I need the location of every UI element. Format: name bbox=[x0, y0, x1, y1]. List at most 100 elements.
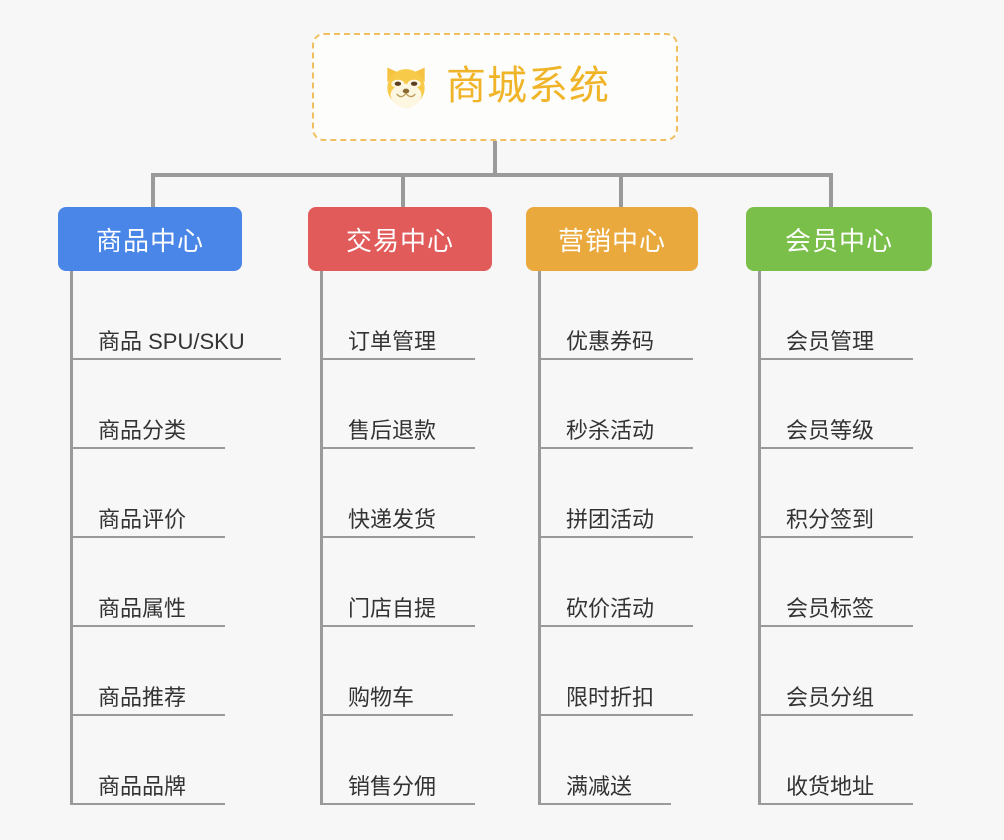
column-member-center: 会员中心会员管理会员等级积分签到会员标签会员分组收货地址 bbox=[746, 207, 932, 805]
leaf-item-underline bbox=[540, 714, 693, 716]
leaf-item-label: 拼团活动 bbox=[566, 506, 655, 532]
column-marketing-center: 营销中心优惠券码秒杀活动拼团活动砍价活动限时折扣满减送 bbox=[526, 207, 698, 805]
leaf-item-underline bbox=[540, 625, 693, 627]
leaf-item-label: 秒杀活动 bbox=[566, 417, 655, 443]
leaf-item-label: 砍价活动 bbox=[566, 595, 655, 621]
leaf-item-label: 商品推荐 bbox=[98, 684, 187, 710]
leaf-item[interactable]: 商品推荐 bbox=[72, 627, 245, 716]
leaf-item-label: 商品评价 bbox=[98, 506, 187, 532]
leaf-item-label: 订单管理 bbox=[348, 328, 437, 354]
leaf-item-underline bbox=[72, 803, 225, 805]
category-label: 营销中心 bbox=[557, 225, 666, 256]
leaf-item-underline bbox=[540, 536, 693, 538]
leaf-item-label: 积分签到 bbox=[786, 506, 875, 532]
category-box-trade-center[interactable]: 交易中心 bbox=[308, 207, 492, 271]
leaf-item-underline bbox=[72, 536, 225, 538]
leaf-item[interactable]: 购物车 bbox=[322, 627, 492, 716]
leaf-item-label: 销售分佣 bbox=[348, 773, 437, 799]
leaf-list-trade-center: 订单管理售后退款快递发货门店自提购物车销售分佣 bbox=[308, 271, 492, 805]
connector-drop-trade-center bbox=[401, 173, 405, 207]
root-node[interactable]: 商城系统 bbox=[312, 33, 678, 141]
leaf-item-label: 优惠券码 bbox=[566, 328, 655, 354]
category-box-marketing-center[interactable]: 营销中心 bbox=[526, 207, 698, 271]
leaf-item-underline bbox=[540, 447, 693, 449]
category-box-product-center[interactable]: 商品中心 bbox=[58, 207, 242, 271]
leaf-item[interactable]: 拼团活动 bbox=[540, 449, 698, 538]
leaf-item[interactable]: 收货地址 bbox=[760, 716, 932, 805]
leaf-item[interactable]: 商品评价 bbox=[72, 449, 245, 538]
leaf-item-label: 会员分组 bbox=[786, 684, 875, 710]
leaf-item[interactable]: 砍价活动 bbox=[540, 538, 698, 627]
leaf-list-marketing-center: 优惠券码秒杀活动拼团活动砍价活动限时折扣满减送 bbox=[526, 271, 698, 805]
leaf-item[interactable]: 商品 SPU/SKU bbox=[72, 271, 281, 360]
leaf-item-label: 商品 SPU/SKU bbox=[98, 328, 245, 354]
leaf-item-label: 满减送 bbox=[566, 773, 633, 799]
leaf-item[interactable]: 商品分类 bbox=[72, 360, 245, 449]
leaf-item[interactable]: 快递发货 bbox=[322, 449, 492, 538]
leaf-item-underline bbox=[72, 625, 225, 627]
leaf-item-label: 购物车 bbox=[348, 684, 415, 710]
leaf-item-underline bbox=[760, 803, 913, 805]
leaf-item-label: 门店自提 bbox=[348, 595, 437, 621]
leaf-item-underline bbox=[760, 625, 913, 627]
column-trade-center: 交易中心订单管理售后退款快递发货门店自提购物车销售分佣 bbox=[308, 207, 492, 805]
leaf-item-underline bbox=[760, 358, 913, 360]
leaf-item[interactable]: 会员标签 bbox=[760, 538, 932, 627]
leaf-item[interactable]: 满减送 bbox=[540, 716, 698, 805]
category-label: 商品中心 bbox=[95, 225, 204, 256]
leaf-item-underline bbox=[760, 536, 913, 538]
connector-trunk-marketing-center bbox=[538, 271, 541, 805]
leaf-item[interactable]: 积分签到 bbox=[760, 449, 932, 538]
category-box-member-center[interactable]: 会员中心 bbox=[746, 207, 932, 271]
leaf-item[interactable]: 优惠券码 bbox=[540, 271, 698, 360]
leaf-item-underline bbox=[72, 714, 225, 716]
leaf-item-underline bbox=[72, 358, 281, 360]
leaf-list-member-center: 会员管理会员等级积分签到会员标签会员分组收货地址 bbox=[746, 271, 932, 805]
leaf-item-label: 会员等级 bbox=[786, 417, 875, 443]
column-product-center: 商品中心商品 SPU/SKU 商品分类商品评价商品属性商品推荐商品品牌 bbox=[58, 207, 281, 805]
leaf-list-product-center: 商品 SPU/SKU 商品分类商品评价商品属性商品推荐商品品牌 bbox=[58, 271, 281, 805]
leaf-item-label: 售后退款 bbox=[348, 417, 437, 443]
leaf-item-underline bbox=[760, 447, 913, 449]
leaf-item-underline bbox=[322, 625, 475, 627]
connector-horizontal-bus bbox=[151, 173, 829, 177]
leaf-item[interactable]: 会员分组 bbox=[760, 627, 932, 716]
leaf-item-label: 快递发货 bbox=[348, 506, 437, 532]
leaf-item-label: 商品分类 bbox=[98, 417, 187, 443]
leaf-item[interactable]: 销售分佣 bbox=[322, 716, 492, 805]
leaf-item-underline bbox=[322, 714, 453, 716]
connector-drop-marketing-center bbox=[619, 173, 623, 207]
connector-trunk-trade-center bbox=[320, 271, 323, 805]
leaf-item-underline bbox=[72, 447, 225, 449]
leaf-item-underline bbox=[322, 536, 475, 538]
leaf-item[interactable]: 订单管理 bbox=[322, 271, 492, 360]
leaf-item-underline bbox=[322, 447, 475, 449]
leaf-item-underline bbox=[322, 803, 475, 805]
connector-drop-member-center bbox=[829, 173, 833, 207]
leaf-item[interactable]: 秒杀活动 bbox=[540, 360, 698, 449]
connector-drop-product-center bbox=[151, 173, 155, 207]
leaf-item[interactable]: 会员等级 bbox=[760, 360, 932, 449]
connector-root-stem bbox=[493, 141, 497, 176]
leaf-item[interactable]: 门店自提 bbox=[322, 538, 492, 627]
leaf-item-underline bbox=[540, 358, 693, 360]
leaf-item[interactable]: 商品属性 bbox=[72, 538, 245, 627]
leaf-item[interactable]: 商品品牌 bbox=[72, 716, 245, 805]
leaf-item-label: 商品品牌 bbox=[98, 773, 187, 799]
leaf-item-underline bbox=[540, 803, 671, 805]
connector-trunk-member-center bbox=[758, 271, 761, 805]
category-label: 会员中心 bbox=[784, 225, 893, 256]
leaf-item[interactable]: 限时折扣 bbox=[540, 627, 698, 716]
leaf-item[interactable]: 售后退款 bbox=[322, 360, 492, 449]
leaf-item-label: 收货地址 bbox=[786, 773, 875, 799]
leaf-item-label: 会员管理 bbox=[786, 328, 875, 354]
leaf-item-underline bbox=[760, 714, 913, 716]
leaf-item-label: 商品属性 bbox=[98, 595, 187, 621]
leaf-item-label: 会员标签 bbox=[786, 595, 875, 621]
leaf-item-underline bbox=[322, 358, 475, 360]
connector-trunk-product-center bbox=[70, 271, 73, 805]
shiba-dog-face-icon bbox=[380, 61, 432, 113]
leaf-item[interactable]: 会员管理 bbox=[760, 271, 932, 360]
leaf-item-label: 限时折扣 bbox=[566, 684, 655, 710]
